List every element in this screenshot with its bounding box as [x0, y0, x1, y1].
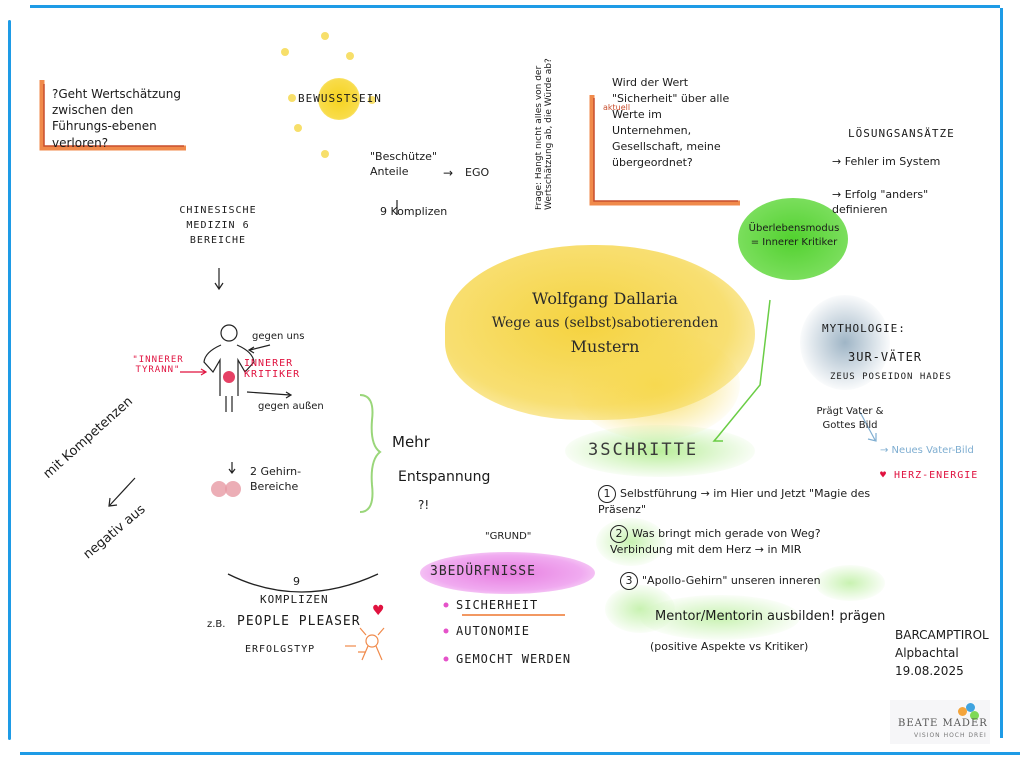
ego-arrow: →	[443, 166, 454, 180]
sun-icon	[318, 78, 360, 120]
talk-title-line2: Wege aus (selbst)sabotierenden	[491, 314, 719, 331]
loesung-item-erfolg: → Erfolg "anders" definieren	[832, 188, 929, 216]
step-3: 3 "Apollo-Gehirn" unseren inneren	[620, 572, 900, 590]
aktuell-label: aktuell	[603, 103, 631, 112]
top-frame-line	[30, 5, 1000, 8]
need-gemocht: GEMOCHT WERDEN	[456, 652, 572, 666]
logo-name: BEATE MADER	[898, 718, 988, 729]
green-inneren-blob	[815, 565, 885, 601]
ego-label: EGO	[465, 166, 490, 179]
blue-gray-mythology-blob	[800, 295, 890, 390]
need-sicherheit: SICHERHEIT	[456, 598, 539, 612]
komplizen-9: 9 Komplizen	[380, 205, 448, 218]
talk-speaker: Wolfgang Dallaria	[532, 289, 678, 308]
center-question: Wird der Wert "Sicherheit" über alle Wer…	[612, 76, 730, 169]
event-location: Alpbachtal	[895, 646, 959, 660]
mythologie-title: MYTHOLOGIE:	[822, 322, 906, 335]
mehr-label: Mehr	[392, 433, 430, 451]
gegen-aussen-label: gegen außen	[258, 401, 324, 412]
green-mentor-blob	[640, 595, 800, 640]
entspannung-label: Entspannung	[398, 469, 491, 485]
beate-mader-logo: BEATE MADER VISION HOCH DREI	[890, 700, 990, 744]
praegt-vaterbild: Prägt Vater & Gottes Bild	[816, 406, 884, 431]
logo-dots-icon	[958, 703, 982, 721]
grund-label: "GRUND"	[485, 531, 532, 542]
komplizen-number: 9	[293, 575, 300, 588]
step-3-text-a: "Apollo-Gehirn" unseren inneren	[642, 574, 821, 587]
ueberlebensmodus-label: Überlebensmodus = Innerer Kritiker	[748, 223, 840, 248]
step-3-positive: (positive Aspekte vs Kritiker)	[650, 640, 809, 653]
left-frame-line	[8, 20, 11, 740]
event-name: BARCAMPTIROL	[895, 628, 989, 642]
entspannung-question: ?!	[418, 498, 430, 512]
pink-bed-blob	[420, 552, 595, 594]
step-1-number: 1	[598, 485, 616, 503]
komplizen-zb: z.B.	[207, 619, 226, 630]
gegen-uns-label: gegen uns	[252, 331, 305, 342]
drei-schritte-title: 3SCHRITTE	[588, 440, 699, 460]
step-2-number: 2	[610, 525, 628, 543]
talk-title-line3: Mustern	[570, 336, 640, 356]
people-pleaser: PEOPLE PLEASER	[237, 614, 361, 629]
step-2-text: Was bringt mich gerade von Weg? Verbindu…	[610, 527, 821, 556]
logo-tagline: VISION HOCH DREI	[914, 732, 987, 739]
step-3-mentor: Mentor/Mentorin ausbilden! prägen	[655, 609, 886, 624]
step-3-number: 3	[620, 572, 638, 590]
vertical-question: Frage: Hängt nicht alles von der Wertsch…	[535, 58, 554, 210]
bewusstsein-label: BEWUSSTSEIN	[298, 92, 382, 105]
yellow-blob-lower	[570, 330, 740, 440]
green-step2-blob	[596, 518, 666, 566]
erfolgstyp: ERFOLGSTYP	[245, 644, 316, 655]
komplizen-title: KOMPLIZEN	[260, 593, 329, 606]
question-wertschaetzung: ?Geht Wertschätzung zwischen den Führung…	[52, 87, 181, 150]
chinesische-medizin: CHINESISCHE MEDIZIN 6 BEREICHE	[179, 205, 257, 246]
right-frame-line	[1000, 8, 1003, 738]
talk-title: Wolfgang Dallaria Wege aus (selbst)sabot…	[470, 286, 740, 360]
green-overleben-blob	[738, 198, 848, 280]
green-steps-blob	[565, 425, 755, 477]
event-date: 19.08.2025	[895, 664, 964, 678]
beschutze-anteile: "Beschütze" Anteile	[370, 150, 438, 178]
urvaeter-label: 3UR-VÄTER	[848, 350, 923, 364]
innerer-kritiker-label: INNERER KRITIKER	[244, 358, 301, 380]
need-autonomie: AUTONOMIE	[456, 624, 531, 638]
zeus-poseidon-hades: ZEUS POSEIDON HADES	[830, 372, 952, 382]
event-info: BARCAMPTIROL Alpbachtal 19.08.2025	[895, 626, 989, 680]
svg-text:♥: ♥	[372, 603, 385, 619]
innerer-tyrann-label: "INNERER TYRANN"	[132, 355, 184, 375]
herz-energie: ♥ HERZ-ENERGIE	[880, 470, 979, 481]
neues-vater-bild: → Neues Vater-Bild	[880, 445, 974, 456]
bottom-frame-line	[20, 752, 1020, 755]
loesungsansaetze-title: LÖSUNGSANSÄTZE	[848, 127, 955, 140]
step-1-text: Selbstführung → im Hier und Jetzt "Magie…	[598, 487, 871, 516]
loesung-item-fehler: → Fehler im System	[832, 155, 941, 168]
gehirn-bereiche: 2 Gehirn-Bereiche	[250, 465, 302, 493]
bed-title: 3BEDÜRFNISSE	[430, 564, 536, 579]
